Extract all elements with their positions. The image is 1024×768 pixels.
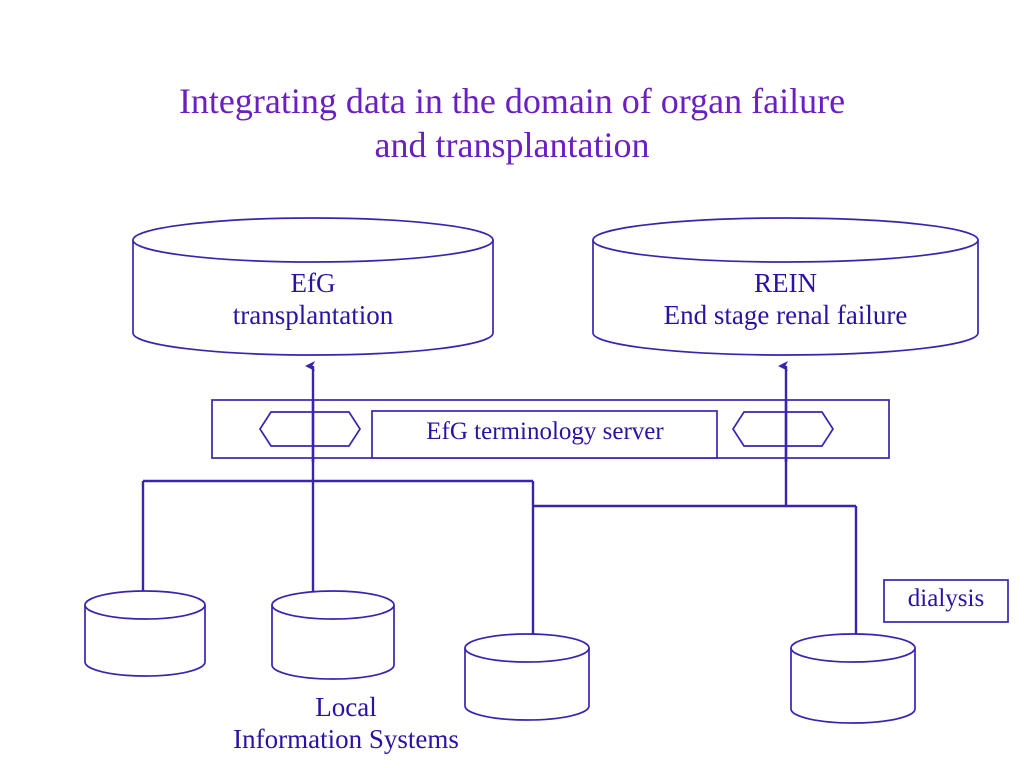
- cylinder-local-db-4[interactable]: [790, 633, 916, 724]
- cylinder-local-db-2[interactable]: [271, 590, 395, 680]
- dialysis-box[interactable]: [883, 579, 1009, 623]
- cylinder-local-db-1[interactable]: [84, 590, 206, 677]
- connector-left-octagon[interactable]: [258, 411, 362, 447]
- cylinder-efg-transplantation[interactable]: [132, 217, 494, 356]
- cylinder-rein[interactable]: [592, 217, 979, 356]
- cylinder-local-db-3[interactable]: [464, 633, 590, 721]
- page-title: Integrating data in the domain of organ …: [178, 81, 846, 165]
- connector-right-octagon[interactable]: [731, 411, 835, 447]
- terminology-server-box[interactable]: [371, 410, 718, 459]
